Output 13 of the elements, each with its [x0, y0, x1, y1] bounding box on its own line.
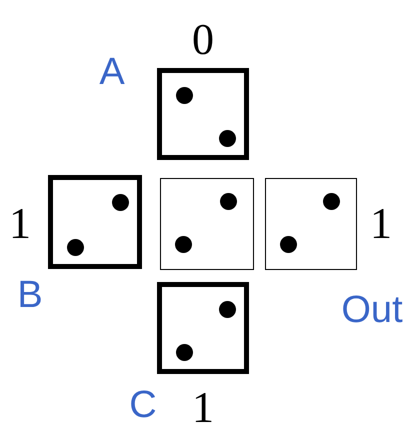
value-label: 1	[192, 386, 214, 430]
die-face	[265, 178, 357, 270]
value-label: 0	[192, 18, 214, 62]
value-label: 1	[370, 202, 392, 246]
die-face	[48, 175, 142, 269]
die-face	[157, 68, 249, 160]
input-label: B	[17, 276, 43, 314]
input-label: A	[99, 53, 125, 91]
input-label: C	[129, 386, 157, 424]
value-label: 1	[9, 202, 31, 246]
die-face	[160, 178, 254, 270]
input-label: Out	[341, 291, 403, 329]
die-face	[157, 282, 249, 374]
